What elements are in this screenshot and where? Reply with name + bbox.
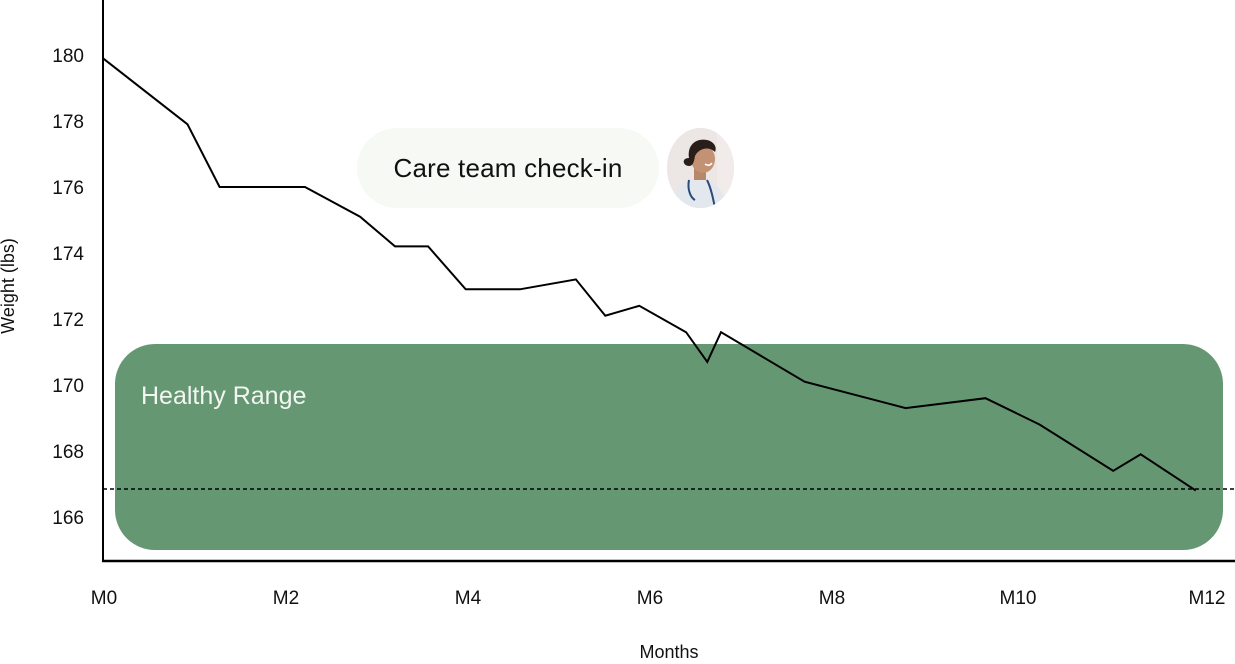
x-tick-labels: M0 M2 M4 M6 M8 M10 M12 (91, 588, 1226, 609)
x-tick: M4 (455, 588, 482, 609)
care-team-callout: Care team check-in (357, 128, 659, 208)
y-tick: 178 (52, 112, 84, 133)
y-tick-labels: 180 178 176 174 172 170 168 166 (52, 46, 84, 529)
x-tick: M10 (1000, 588, 1037, 609)
x-tick: M6 (637, 588, 663, 609)
x-axis-title: Months (639, 642, 698, 659)
y-tick: 176 (52, 178, 84, 199)
y-axis-title: Weight (lbs) (0, 238, 18, 334)
care-team-avatar (667, 128, 734, 208)
y-tick: 166 (52, 508, 84, 529)
x-tick: M8 (819, 588, 845, 609)
x-tick: M0 (91, 588, 117, 609)
y-tick: 172 (52, 310, 84, 331)
y-tick: 174 (52, 244, 84, 265)
weight-line-series (102, 57, 1197, 492)
healthy-range-band (115, 344, 1223, 550)
doctor-avatar-icon (667, 128, 734, 208)
y-tick: 170 (52, 376, 84, 397)
healthy-range-label: Healthy Range (141, 382, 306, 410)
callout-text: Care team check-in (393, 152, 623, 183)
x-tick: M2 (273, 588, 299, 609)
y-tick: 168 (52, 442, 84, 463)
y-tick: 180 (52, 46, 84, 67)
x-tick: M12 (1189, 588, 1226, 609)
